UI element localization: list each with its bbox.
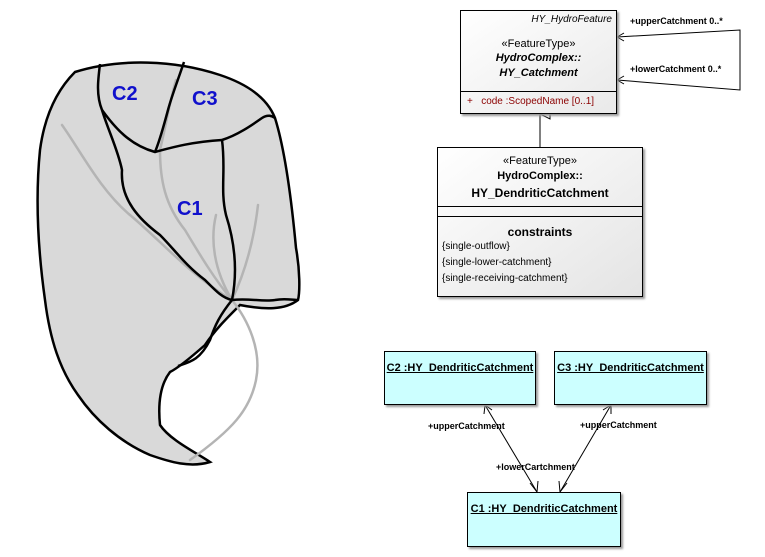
constraints-heading: constraints (507, 225, 573, 239)
class-name: HY_DendriticCatchment (471, 186, 609, 200)
catchment-label-c1: C1 (177, 198, 203, 220)
role-upper-catchment: +upperCatchment 0..* (630, 16, 723, 26)
compartment-divider (461, 91, 616, 92)
link-role-upper-left: +upperCatchment (428, 421, 505, 431)
instance-name: C1 :HY_DendriticCatchment (470, 503, 618, 515)
package-label: HydroComplex:: (495, 52, 582, 64)
attribute-row[interactable]: + code :ScopedName [0..1] (467, 96, 594, 107)
instance-c2[interactable]: C2 :HY_DendriticCatchment (384, 351, 536, 405)
catchment-outline (36, 61, 301, 466)
class-name: HY_Catchment (499, 67, 578, 79)
instance-name: C3 :HY_DendriticCatchment (557, 362, 704, 374)
river-network (60, 78, 260, 462)
instance-c3[interactable]: C3 :HY_DendriticCatchment (554, 351, 707, 405)
attribute-name: code (481, 96, 503, 107)
attribute-type: :ScopedName [0..1] (505, 96, 595, 107)
catchment-label-c3: C3 (192, 88, 218, 110)
package-label: HydroComplex:: (497, 170, 583, 182)
instance-links (483, 404, 612, 493)
stereotype-label: «FeatureType» (503, 155, 577, 167)
role-lower-catchment: +lowerCatchment 0..* (630, 64, 722, 74)
catchment-label-c2: C2 (112, 83, 138, 105)
stereotype-label: «FeatureType» (501, 38, 576, 50)
link-role-lower: +lowerCartchment (496, 462, 575, 472)
instance-c1[interactable]: C1 :HY_DendriticCatchment (467, 492, 621, 547)
compartment-divider (438, 206, 642, 207)
instance-name: C2 :HY_DendriticCatchment (386, 362, 534, 374)
class-hy-catchment[interactable]: HY_HydroFeature «FeatureType» HydroCompl… (460, 10, 617, 114)
class-hy-dendritic-catchment[interactable]: «FeatureType» HydroComplex:: HY_Dendriti… (437, 147, 643, 297)
constraint-single-outflow: {single-outflow} (442, 241, 510, 252)
self-association (616, 29, 741, 91)
constraint-single-lower-catchment: {single-lower-catchment} (442, 257, 552, 268)
abstract-parent-name: HY_HydroFeature (531, 14, 612, 25)
catchment-boundaries (96, 61, 299, 368)
compartment-divider (438, 216, 642, 217)
visibility-marker: + (467, 96, 473, 107)
constraint-single-receiving-catchment: {single-receiving-catchment} (442, 273, 568, 284)
link-role-upper-right: +upperCatchment (580, 420, 657, 430)
